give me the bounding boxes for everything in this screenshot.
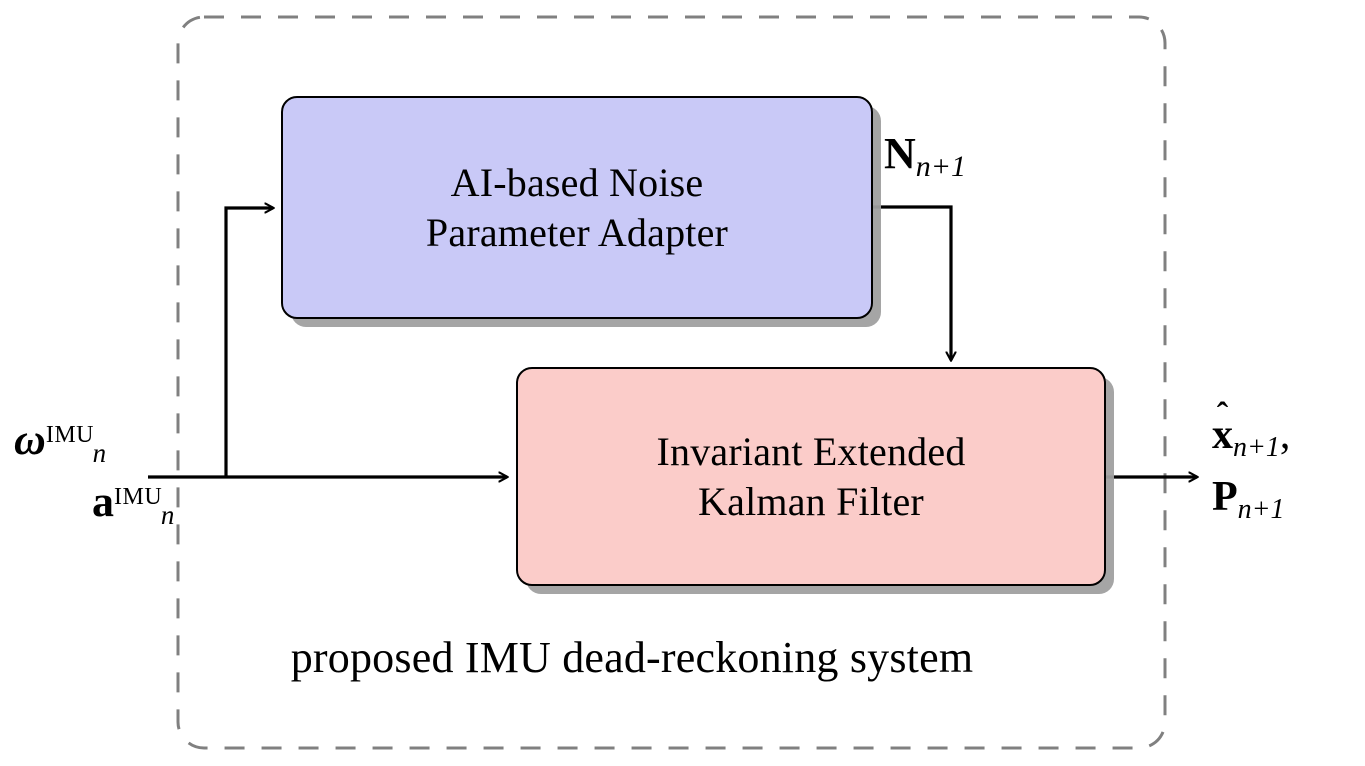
state-symbol: x	[1212, 412, 1233, 458]
diagram-caption: proposed IMU dead-reckoning system	[0, 632, 1300, 683]
block-invariant-extended-kalman-filter[interactable]: Invariant Extended Kalman Filter	[516, 367, 1106, 586]
omega-subscript: n	[92, 438, 107, 469]
accel-superscript: IMU	[114, 483, 163, 510]
block-adapter-line-2: Parameter Adapter	[425, 209, 729, 255]
label-noise-parameters: Nn+1	[884, 129, 966, 182]
block-ai-noise-parameter-adapter[interactable]: AI-based Noise Parameter Adapter	[281, 96, 873, 319]
state-trailing-comma: ,	[1279, 412, 1291, 458]
edge-adapter-to-iekf	[873, 205, 951, 360]
diagram-caption-text: proposed IMU dead-reckoning system	[290, 633, 974, 682]
label-output-covariance: Pn+1	[1212, 476, 1290, 538]
accel-subscript: n	[160, 500, 175, 531]
label-input-acceleration: aIMUn	[8, 480, 176, 542]
covariance-symbol: P	[1212, 474, 1238, 520]
state-subscript: n+1	[1233, 432, 1280, 464]
omega-superscript: IMU	[45, 421, 94, 448]
block-iekf-line-1: Invariant Extended	[656, 428, 966, 474]
block-iekf-line-2: Kalman Filter	[698, 478, 924, 524]
block-adapter-line-1: AI-based Noise	[450, 159, 704, 205]
accel-symbol: a	[92, 477, 114, 526]
hat-accent: ˆ	[1216, 395, 1229, 434]
omega-symbol: ω	[14, 415, 46, 464]
edge-imu-to-adapter	[224, 208, 273, 477]
label-imu-inputs: ωIMUn aIMUn	[8, 418, 176, 542]
covariance-subscript: n+1	[1237, 494, 1285, 526]
noise-subscript: n+1	[915, 150, 967, 184]
noise-symbol: N	[884, 129, 916, 178]
label-input-angular-velocity: ωIMUn	[8, 418, 176, 480]
proposed-system-boundary	[176, 15, 1167, 750]
